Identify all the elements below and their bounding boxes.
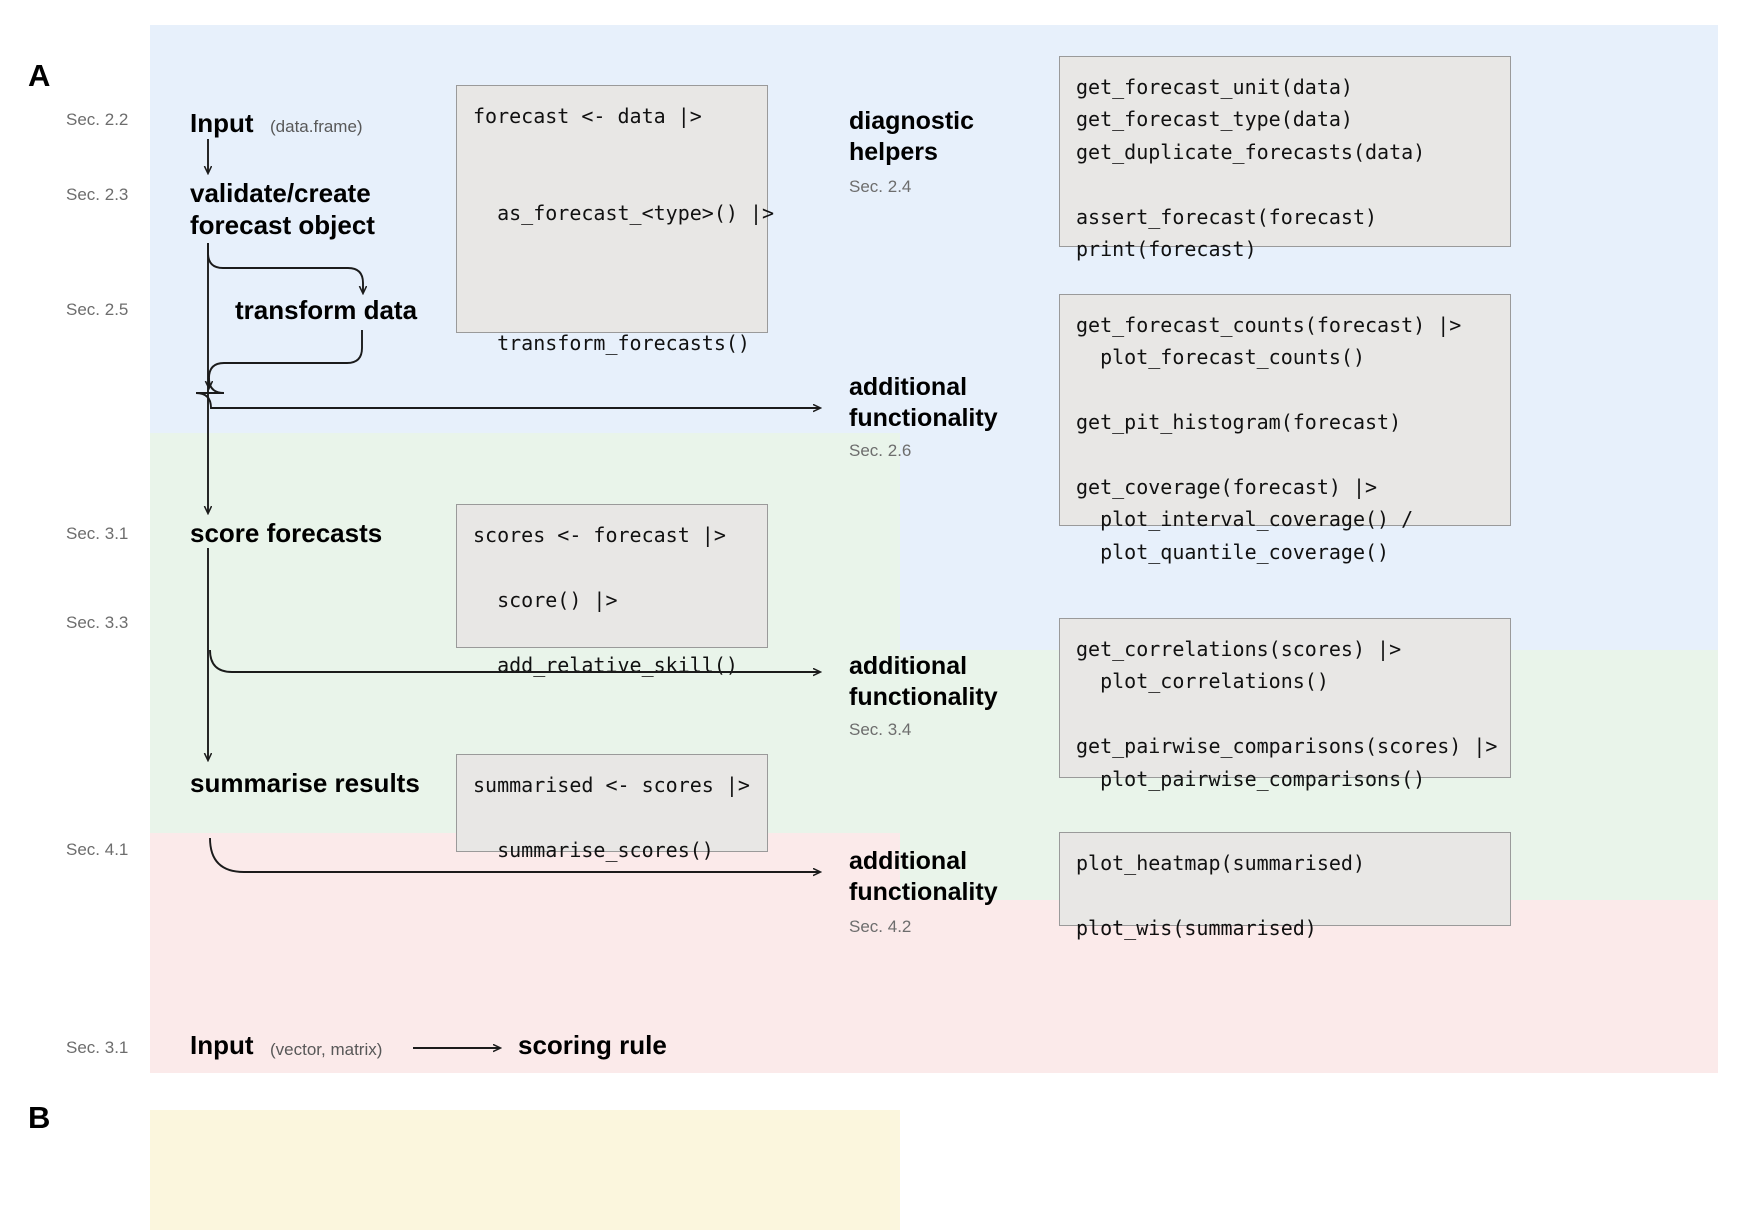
- section-marker-sec-4-1: Sec. 4.1: [66, 840, 129, 859]
- panel-b-input-sublabel: (vector, matrix): [270, 1040, 383, 1059]
- panel-letter-a: A: [28, 58, 51, 93]
- group-sec-diagnostic-helpers: Sec. 2.4: [849, 177, 912, 196]
- code-box-summarise-pipeline: summarised <- scores |> summarise_scores…: [456, 754, 768, 862]
- section-marker-sec-2-5: Sec. 2.5: [66, 300, 129, 319]
- section-marker-sec-3-3: Sec. 3.3: [66, 613, 129, 632]
- code-box-additional-functionality-sec-4-2: plot_heatmap(summarised) plot_wis(summar…: [1059, 832, 1511, 940]
- section-marker-sec-2-3: Sec. 2.3: [66, 185, 129, 204]
- step-summarise-results-label: summarise results: [190, 768, 420, 798]
- group-title-additional-functionality-sec-3-4: additional functionality: [849, 652, 998, 712]
- code-box-score-pipeline: scores <- forecast |> score() |> add_rel…: [456, 504, 768, 677]
- code-box-forecast-pipeline: forecast <- data |> as_forecast_<type>()…: [456, 85, 774, 355]
- step-transform-data-label: transform data: [235, 295, 418, 325]
- step-score-forecasts-label: score forecasts: [190, 518, 383, 548]
- band-panel-b-yellow: [150, 1110, 900, 1230]
- panel-b-scoring-rule-label: scoring rule: [518, 1030, 667, 1060]
- step-input-sublabel: (data.frame): [270, 117, 363, 136]
- section-marker-panel-b-sec-3-1: Sec. 3.1: [66, 1038, 129, 1057]
- group-sec-additional-functionality-sec-3-4: Sec. 3.4: [849, 720, 912, 739]
- code-box-diagnostic-helpers: get_forecast_unit(data) get_forecast_typ…: [1059, 56, 1511, 261]
- code-box-additional-functionality-sec-2-6: get_forecast_counts(forecast) |> plot_fo…: [1059, 294, 1511, 564]
- group-title-diagnostic-helpers: diagnostic helpers: [849, 107, 975, 167]
- group-sec-additional-functionality-sec-2-6: Sec. 2.6: [849, 441, 912, 460]
- step-input-label: Input: [190, 108, 254, 138]
- panel-b-input-label: Input: [190, 1030, 254, 1060]
- group-sec-additional-functionality-sec-4-2: Sec. 4.2: [849, 917, 912, 936]
- section-marker-sec-2-2: Sec. 2.2: [66, 110, 129, 129]
- group-title-additional-functionality-sec-2-6: additional functionality: [849, 373, 998, 433]
- band-section-4-pink-left: [150, 833, 900, 1073]
- band-section-4-pink-right: [900, 900, 1718, 1073]
- panel-letter-b: B: [28, 1100, 51, 1135]
- step-validate-create-label: validate/create forecast object: [190, 178, 375, 240]
- group-title-additional-functionality-sec-4-2: additional functionality: [849, 847, 998, 907]
- section-marker-sec-3-1: Sec. 3.1: [66, 524, 129, 543]
- code-box-additional-functionality-sec-3-4: get_correlations(scores) |> plot_correla…: [1059, 618, 1511, 791]
